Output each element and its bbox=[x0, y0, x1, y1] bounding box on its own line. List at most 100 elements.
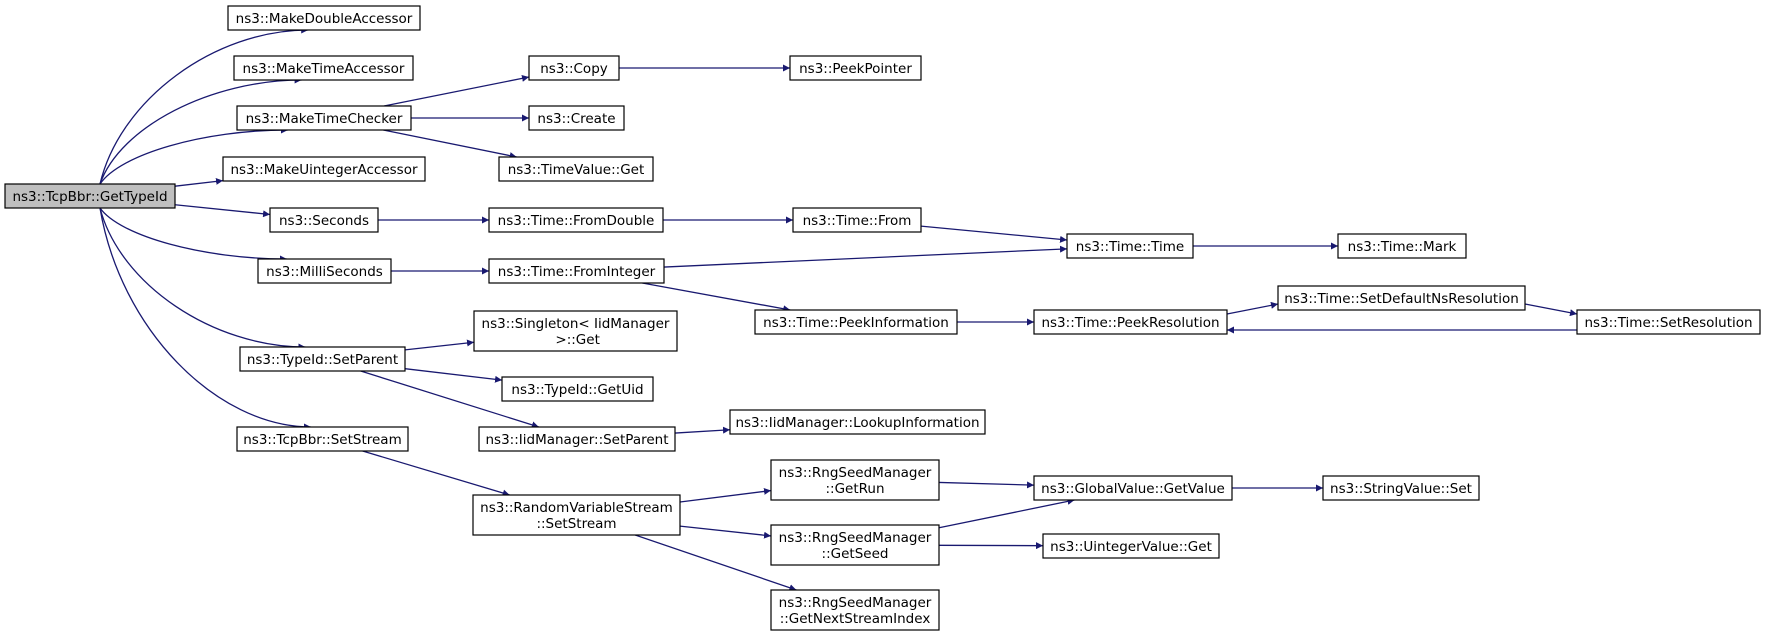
nodes-layer: ns3::TcpBbr::GetTypeId ns3::MakeDoubleAcc… bbox=[4, 5, 1761, 631]
node-label: ns3::MakeUintegerAccessor bbox=[230, 162, 418, 178]
edge-fromint-to-peekinfo bbox=[642, 282, 791, 313]
node-peekinfo[interactable]: ns3::Time::PeekInformation bbox=[754, 309, 958, 335]
node-label: ns3::TypeId::SetParent bbox=[247, 352, 398, 368]
edge-from-to-time bbox=[920, 225, 1068, 243]
node-box bbox=[222, 156, 426, 182]
node-timevalget[interactable]: ns3::TimeValue::Get bbox=[498, 156, 654, 182]
node-box bbox=[1033, 475, 1233, 501]
edge-setstream-to-rvsset bbox=[362, 450, 510, 497]
node-setstream[interactable]: ns3::TcpBbr::SetStream bbox=[236, 426, 409, 452]
node-label: ns3::RngSeedManager bbox=[779, 595, 932, 611]
edge-setparent-to-iidsetparent bbox=[360, 370, 540, 429]
node-label: ns3::IidManager::SetParent bbox=[486, 432, 669, 448]
edge-setparent-to-getuid bbox=[404, 368, 503, 383]
edges-layer bbox=[99, 26, 1578, 592]
node-singleton[interactable]: ns3::Singleton< IidManager >::Get bbox=[473, 310, 678, 352]
node-label: ns3::Seconds bbox=[279, 213, 369, 229]
node-setres[interactable]: ns3::Time::SetResolution bbox=[1576, 309, 1761, 335]
node-mktimechk[interactable]: ns3::MakeTimeChecker bbox=[236, 105, 412, 131]
node-millis[interactable]: ns3::MilliSeconds bbox=[257, 258, 392, 284]
node-label: ns3::MakeTimeChecker bbox=[246, 111, 403, 127]
node-box bbox=[236, 105, 412, 131]
node-label: ns3::TimeValue::Get bbox=[508, 162, 645, 178]
node-box bbox=[770, 459, 940, 501]
node-box bbox=[227, 5, 421, 31]
node-box bbox=[1322, 475, 1480, 501]
edge-setparent-to-singleton bbox=[404, 339, 475, 351]
node-label: ns3::Time::Time bbox=[1076, 239, 1184, 255]
node-label: ns3::RngSeedManager bbox=[779, 465, 932, 481]
node-mark[interactable]: ns3::Time::Mark bbox=[1337, 233, 1467, 259]
edge-root-to-seconds bbox=[174, 204, 271, 218]
node-uintget[interactable]: ns3::UintegerValue::Get bbox=[1042, 533, 1220, 559]
node-label: ::GetRun bbox=[825, 481, 884, 497]
node-copy[interactable]: ns3::Copy bbox=[528, 55, 620, 81]
node-box bbox=[498, 156, 654, 182]
node-label: ns3::TypeId::GetUid bbox=[511, 382, 643, 398]
node-getuid[interactable]: ns3::TypeId::GetUid bbox=[501, 376, 654, 402]
node-label: ns3::RngSeedManager bbox=[779, 530, 932, 546]
node-box bbox=[236, 426, 409, 452]
edge-rvsset-to-getrun bbox=[679, 487, 772, 503]
edge-root-to-mkdouble bbox=[99, 26, 309, 185]
edge-root-to-mktimeacc bbox=[99, 76, 302, 185]
node-label: ns3::TcpBbr::GetTypeId bbox=[12, 189, 167, 205]
node-box bbox=[528, 105, 625, 131]
node-root[interactable]: ns3::TcpBbr::GetTypeId bbox=[4, 183, 176, 209]
node-box bbox=[1042, 533, 1220, 559]
node-box bbox=[239, 346, 406, 372]
edge-iidsetparent-to-lookup bbox=[674, 426, 731, 434]
node-time[interactable]: ns3::Time::Time bbox=[1066, 233, 1194, 259]
node-getrun[interactable]: ns3::RngSeedManager::GetRun bbox=[770, 459, 940, 501]
node-setdefres[interactable]: ns3::Time::SetDefaultNsResolution bbox=[1277, 285, 1526, 311]
node-strset[interactable]: ns3::StringValue::Set bbox=[1322, 475, 1480, 501]
node-iidsetparent[interactable]: ns3::IidManager::SetParent bbox=[478, 426, 676, 452]
node-box bbox=[792, 207, 922, 233]
edge-rvsset-to-getseed bbox=[679, 525, 772, 539]
node-label: ns3::Time::SetResolution bbox=[1584, 315, 1752, 331]
node-label: ns3::GlobalValue::GetValue bbox=[1041, 481, 1225, 497]
edge-root-to-setstream bbox=[99, 207, 312, 431]
node-box bbox=[472, 494, 681, 536]
node-fromdouble[interactable]: ns3::Time::FromDouble bbox=[488, 207, 664, 233]
node-label: ns3::Singleton< IidManager bbox=[482, 316, 670, 332]
node-getseed[interactable]: ns3::RngSeedManager::GetSeed bbox=[770, 524, 940, 566]
node-box bbox=[1277, 285, 1526, 311]
edge-fromint-to-time bbox=[663, 245, 1068, 268]
node-create[interactable]: ns3::Create bbox=[528, 105, 625, 131]
edge-root-to-millis bbox=[99, 207, 287, 263]
node-mkdouble[interactable]: ns3::MakeDoubleAccessor bbox=[227, 5, 421, 31]
node-label: ns3::PeekPointer bbox=[799, 61, 912, 77]
node-label: ns3::Copy bbox=[540, 61, 608, 77]
node-box bbox=[488, 258, 665, 284]
node-rvsset[interactable]: ns3::RandomVariableStream::SetStream bbox=[472, 494, 681, 536]
node-setparent[interactable]: ns3::TypeId::SetParent bbox=[239, 346, 406, 372]
node-mktimeacc[interactable]: ns3::MakeTimeAccessor bbox=[233, 55, 414, 81]
node-box bbox=[257, 258, 392, 284]
node-getnext[interactable]: ns3::RngSeedManager::GetNextStreamIndex bbox=[770, 589, 940, 631]
edge-mktimechk-to-copy bbox=[383, 74, 530, 107]
node-peekres[interactable]: ns3::Time::PeekResolution bbox=[1033, 309, 1228, 335]
node-box bbox=[478, 426, 676, 452]
node-box bbox=[501, 376, 654, 402]
node-seconds[interactable]: ns3::Seconds bbox=[269, 207, 379, 233]
node-peekptr[interactable]: ns3::PeekPointer bbox=[789, 55, 922, 81]
node-box bbox=[528, 55, 620, 81]
node-gvget[interactable]: ns3::GlobalValue::GetValue bbox=[1033, 475, 1233, 501]
node-box bbox=[729, 409, 986, 435]
node-mkuint[interactable]: ns3::MakeUintegerAccessor bbox=[222, 156, 426, 182]
node-label: ns3::StringValue::Set bbox=[1330, 481, 1472, 497]
node-box bbox=[233, 55, 414, 81]
node-label: ns3::Time::From bbox=[803, 213, 912, 229]
node-lookup[interactable]: ns3::IidManager::LookupInformation bbox=[729, 409, 986, 435]
edge-getseed-to-gvget bbox=[938, 497, 1075, 529]
edge-setdefres-to-setres bbox=[1524, 303, 1578, 317]
node-label: ns3::MakeTimeAccessor bbox=[243, 61, 405, 77]
edge-peekres-to-setdefres bbox=[1226, 301, 1279, 315]
node-box bbox=[1066, 233, 1194, 259]
node-fromint[interactable]: ns3::Time::FromInteger bbox=[488, 258, 665, 284]
node-box bbox=[4, 183, 176, 209]
node-box bbox=[1576, 309, 1761, 335]
node-from[interactable]: ns3::Time::From bbox=[792, 207, 922, 233]
node-label: ns3::Time::PeekInformation bbox=[763, 315, 949, 331]
